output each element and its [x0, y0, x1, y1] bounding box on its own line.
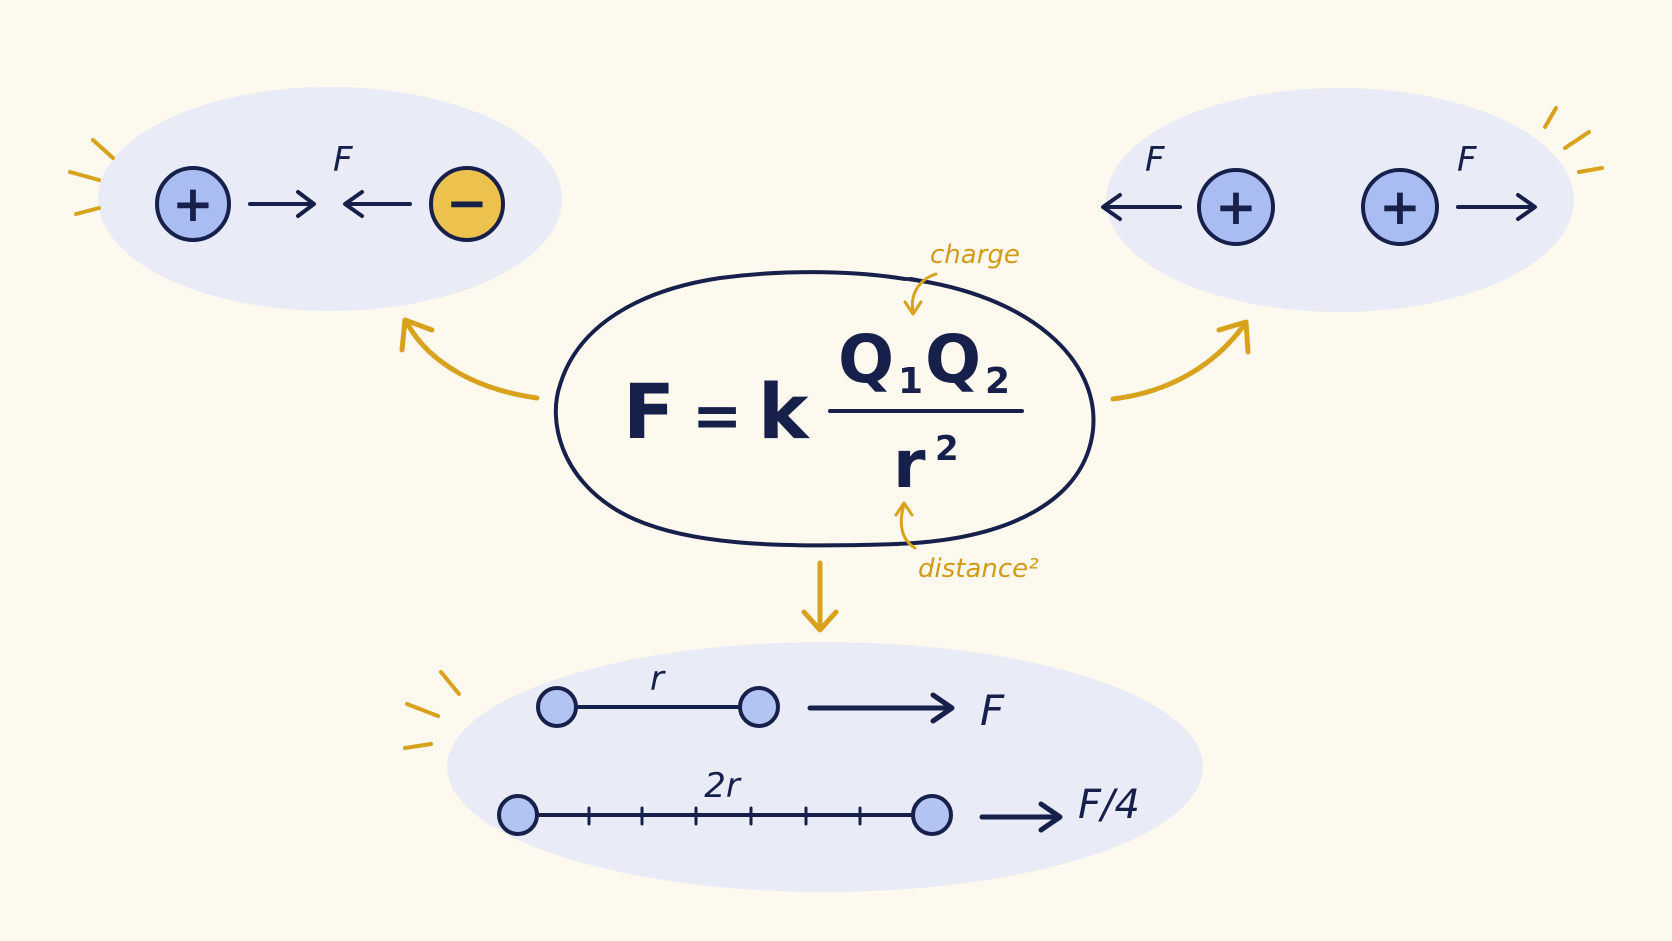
positive-sign: + — [172, 175, 214, 233]
attraction-panel — [98, 87, 562, 311]
formula-q1: Q — [838, 321, 894, 398]
formula: F = k Q 1 Q 2 r 2 — [623, 321, 1024, 503]
test-charge — [497, 794, 539, 836]
distance-annotation: distance² — [894, 501, 1039, 584]
formula-equals: = — [692, 381, 742, 451]
repulsion-panel — [1106, 88, 1574, 312]
formula-lhs: F — [623, 367, 675, 456]
force-quarter-label: F/4 — [1078, 782, 1140, 828]
positive-sign: + — [1379, 178, 1421, 236]
distance-arrow — [899, 503, 917, 550]
distance-row-2r: 2r F/4 — [497, 766, 1140, 836]
arrow-to-distance — [801, 560, 839, 633]
negative-sign: − — [446, 174, 488, 232]
attraction-sparkle-icon — [68, 138, 115, 216]
repulsion-right-force-label: F — [1457, 140, 1477, 180]
distance-label: distance² — [918, 554, 1039, 584]
distance-r-label: r — [650, 659, 666, 699]
formula-r: r — [893, 426, 926, 503]
formula-q2-subscript: 2 — [985, 361, 1010, 402]
repulsion-sparkle-icon — [1543, 106, 1604, 174]
positive-charge-repel-left: + — [1197, 168, 1275, 246]
charge-arrow — [910, 272, 938, 314]
attraction-force-label: F — [333, 140, 353, 180]
distance-sparkle-icon — [403, 670, 461, 750]
distance-2r-label: 2r — [704, 766, 742, 806]
repulsion-arrow-left — [1101, 193, 1182, 221]
attraction-arrow-left — [343, 190, 412, 218]
formula-constant-k: k — [758, 367, 810, 456]
formula-r-exponent: 2 — [935, 429, 959, 469]
ruler-ticks — [587, 806, 862, 826]
arrow-to-repulsion — [1110, 319, 1251, 402]
attraction-arrow-right — [248, 190, 316, 218]
force-F-label: F — [980, 686, 1005, 735]
test-charge — [911, 794, 953, 836]
test-charge — [536, 686, 578, 728]
distance-panel — [447, 642, 1203, 892]
negative-charge: − — [429, 166, 505, 242]
positive-sign: + — [1215, 178, 1257, 236]
positive-charge-attract: + — [155, 166, 231, 242]
positive-charge-repel-right: + — [1361, 168, 1439, 246]
charge-label: charge — [930, 240, 1020, 270]
formula-q2: Q — [925, 321, 981, 398]
charge-annotation: charge — [903, 240, 1020, 316]
test-charge — [738, 686, 780, 728]
distance-row-r: r F — [536, 659, 1005, 735]
formula-q1-subscript: 1 — [898, 361, 923, 402]
repulsion-arrow-right — [1456, 193, 1537, 221]
formula-oval — [553, 270, 1096, 548]
arrow-to-attraction — [399, 317, 540, 401]
repulsion-left-force-label: F — [1145, 140, 1165, 180]
